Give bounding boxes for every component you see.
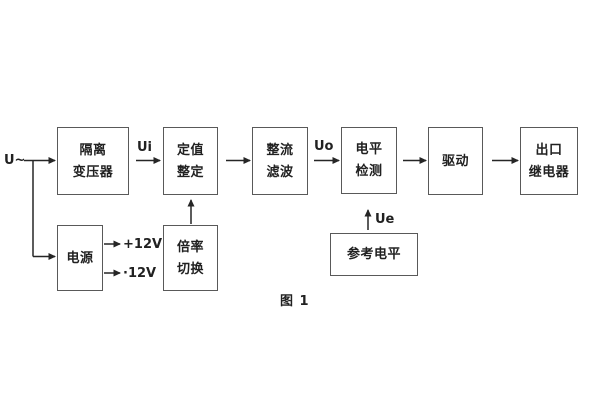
signal-label-ui: Ui — [137, 140, 153, 155]
block-label: 整定 — [176, 164, 204, 180]
block-label: 电源 — [66, 250, 94, 266]
signal-label-plus12v: +12V — [123, 237, 163, 252]
block-label: 整流 — [266, 142, 294, 158]
block-label: 检测 — [355, 164, 383, 179]
block-label: 隔离 — [79, 142, 107, 158]
input-branch-wire — [24, 157, 56, 260]
block-label: 出口 — [535, 142, 563, 158]
figure-caption: 图 1 — [280, 294, 310, 309]
block-label: 变压器 — [72, 164, 114, 180]
block-setpoint-setting: 定值 整定 — [163, 127, 218, 195]
signal-label-minus12v: ·12V — [123, 266, 157, 281]
block-label: 倍率 — [176, 239, 204, 255]
block-ratio-switch: 倍率 切换 — [163, 225, 218, 291]
signal-label-input: U~ — [4, 153, 26, 168]
block-label: 驱动 — [441, 153, 469, 169]
block-label: 滤波 — [266, 164, 294, 180]
block-label: 参考电平 — [346, 247, 401, 262]
block-power-supply: 电源 — [57, 225, 103, 291]
signal-label-uo: Uo — [314, 139, 334, 154]
block-output-relay: 出口 继电器 — [520, 127, 578, 195]
block-level-detection: 电平 检测 — [341, 127, 397, 194]
block-rectifier-filter: 整流 滤波 — [252, 127, 308, 195]
power-rail-arrows — [104, 240, 121, 277]
block-label: 切换 — [176, 261, 204, 277]
block-label: 电平 — [355, 142, 383, 157]
block-label: 继电器 — [528, 164, 570, 180]
block-reference-level: 参考电平 — [330, 233, 418, 276]
block-isolation-transformer: 隔离 变压器 — [57, 127, 129, 195]
signal-label-ue: Ue — [375, 212, 395, 227]
block-driver: 驱动 — [428, 127, 483, 195]
block-label: 定值 — [176, 142, 204, 158]
